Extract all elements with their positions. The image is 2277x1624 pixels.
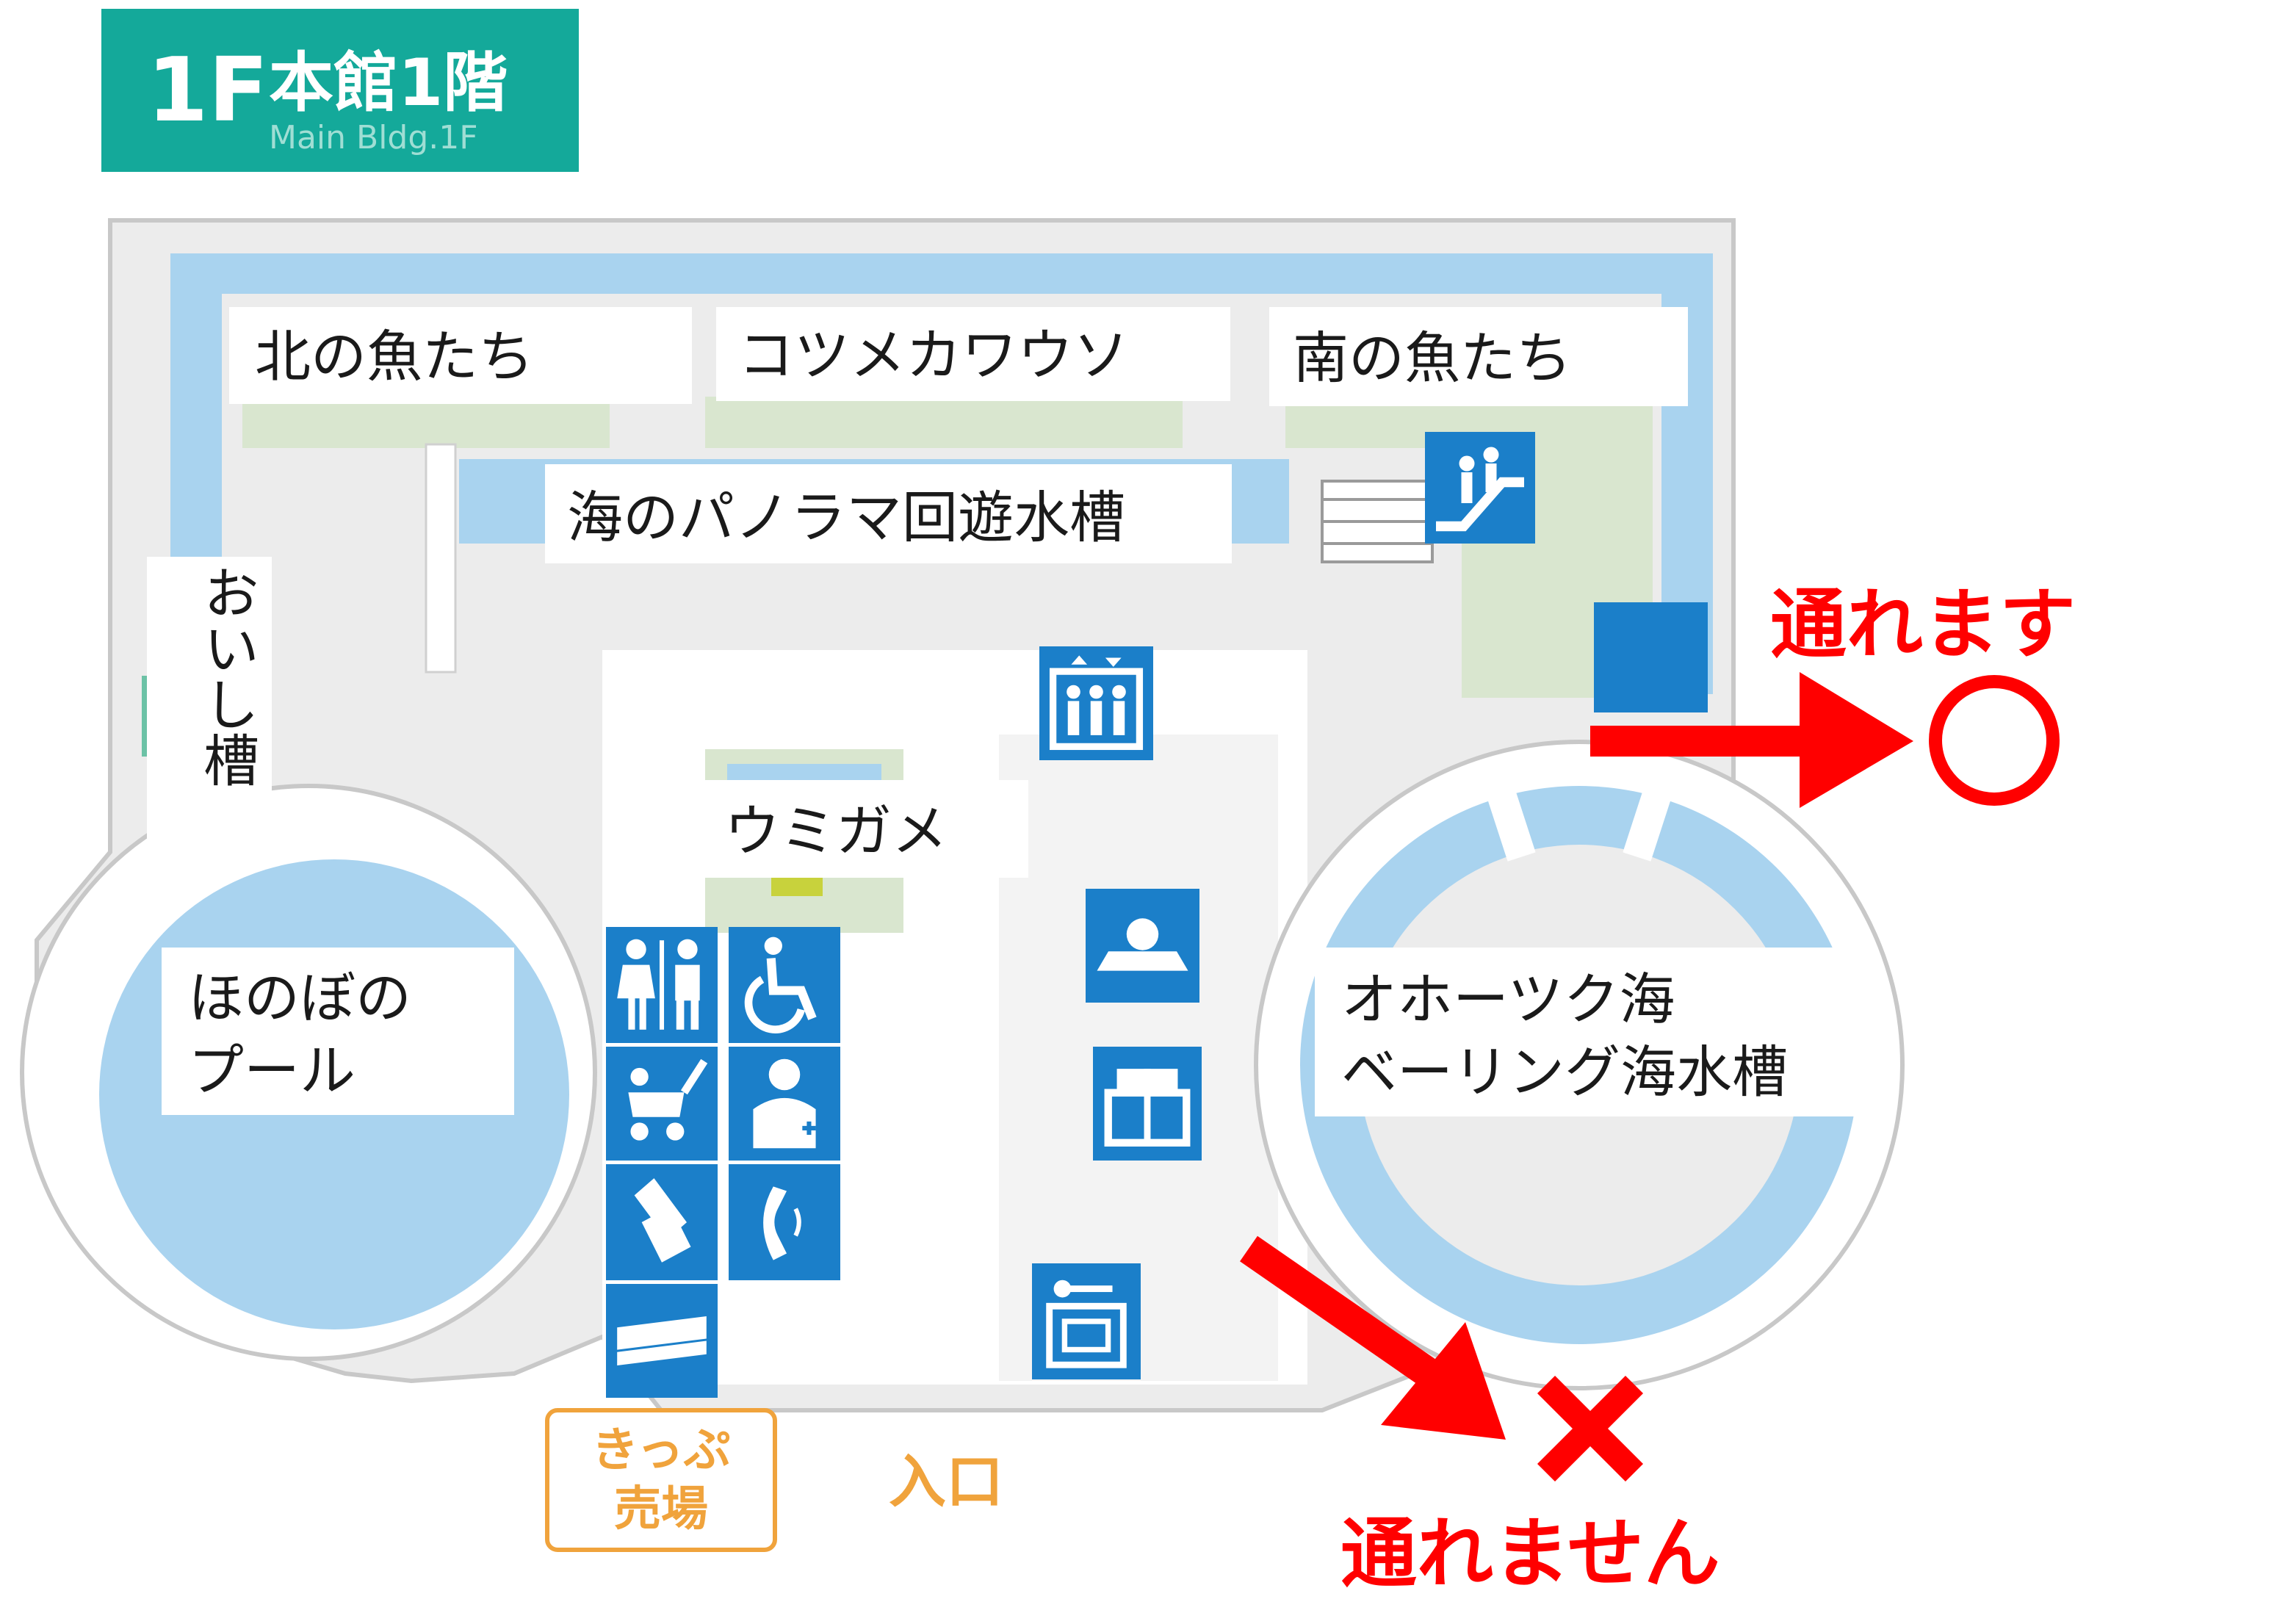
entrance-label: 入口: [889, 1449, 1004, 1515]
floor-number: 1F: [147, 40, 269, 142]
ticket-label-line2: 売場: [614, 1482, 708, 1537]
floor-title-jp: 本館1階: [269, 45, 508, 120]
label-panorama: 海のパノラマ回遊水槽: [545, 464, 1232, 563]
floor-title-en: Main Bldg.1F: [269, 119, 478, 156]
ticket-label-line1: きっぷ: [591, 1423, 731, 1478]
label-otter: コツメカワウソ: [716, 307, 1230, 401]
impassable-mark: ×: [0, 0, 1, 1]
restroom-icon: [606, 927, 718, 1043]
label-honobono-line2: プール: [188, 1037, 356, 1103]
impassable-text: 通れません: [1340, 1509, 1720, 1598]
ticket-counter-label: きっぷ 売場: [547, 1421, 775, 1539]
label-south-fish: 南の魚たち: [1269, 307, 1688, 406]
first-aid-icon: [729, 1047, 840, 1161]
impassable-cross: [1537, 1375, 1644, 1482]
label-oishi: おいし槽: [147, 557, 272, 845]
telephone-icon: [729, 1164, 840, 1280]
info-icon: [1086, 889, 1199, 1003]
label-turtle: ウミガメ: [705, 780, 1028, 878]
label-okhotsk-line2: ベーリング海水槽: [1341, 1039, 1788, 1105]
locker-icon: [1032, 1263, 1141, 1379]
passable-circle: [1929, 675, 2060, 806]
milk-icon: [606, 1164, 718, 1280]
impassable-arrow: [1240, 1235, 1506, 1440]
floor-badge: 1F 本館1階 Main Bldg.1F: [101, 9, 579, 172]
passable-arrow: [1590, 672, 1913, 808]
elevator-icon: [1039, 646, 1153, 760]
passable-text: 通れます: [1770, 580, 2076, 669]
stroller-icon: [606, 1047, 718, 1161]
wheelchair-icon: [729, 927, 840, 1043]
label-north-fish: 北の魚たち: [229, 307, 692, 404]
label-honobono: ほのぼの プール: [162, 948, 514, 1115]
label-okhotsk-line1: オホーツク海: [1341, 967, 1675, 1032]
bench-icon: [606, 1284, 718, 1398]
label-okhotsk: オホーツク海 ベーリング海水槽: [1315, 948, 1877, 1116]
gift-shop-icon: [1093, 1047, 1202, 1161]
escalator-icon: [1425, 432, 1535, 544]
label-honobono-line1: ほのぼの: [188, 965, 411, 1031]
